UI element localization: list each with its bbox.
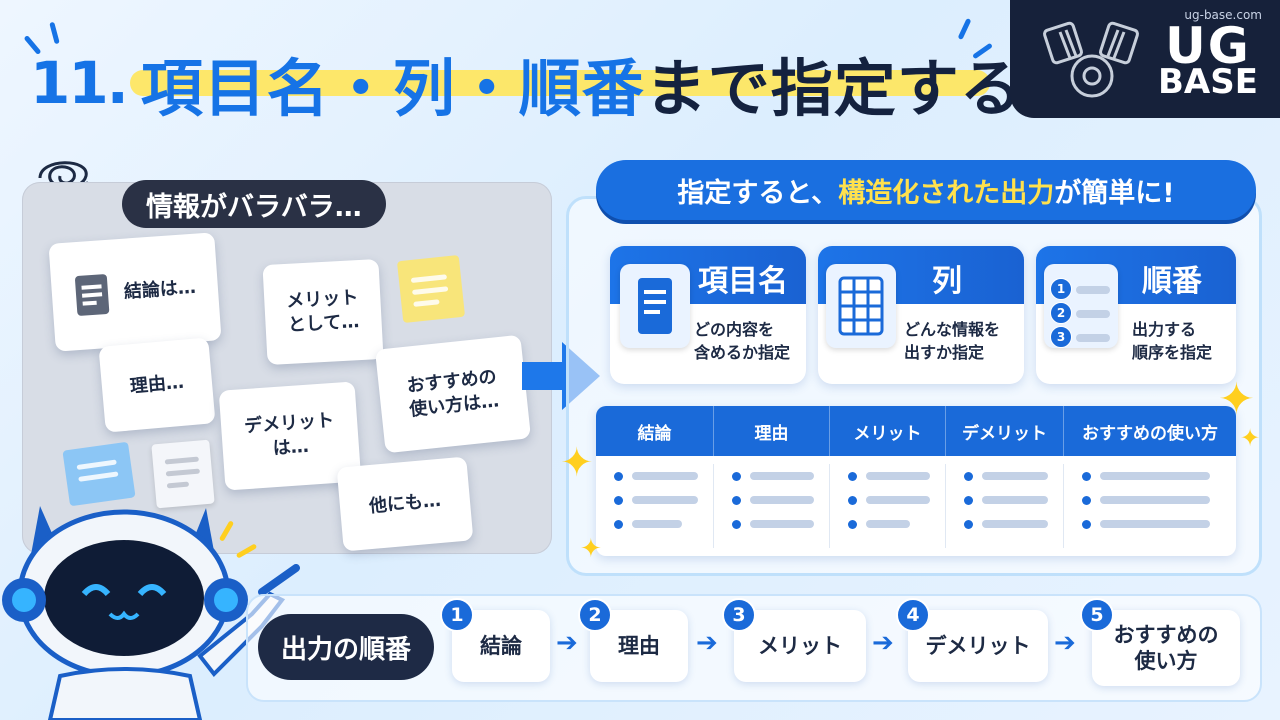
title-text: 項目名・列・順番まで指定する (141, 38, 1023, 128)
feature-title: 順番 (1142, 264, 1202, 299)
feature-card-order: 1 2 3 順番 出力する 順序を指定 (1036, 246, 1236, 384)
title-part2: まで指定する (644, 52, 1023, 125)
document-icon (620, 264, 690, 348)
page-title: 11. 項目名・列・順番まで指定する (30, 38, 1023, 128)
feature-desc: 出力する 順序を指定 (1132, 320, 1213, 363)
table-column (1064, 464, 1236, 548)
arrow-right-icon: ➔ (696, 628, 718, 658)
order-step: 結論 (452, 610, 550, 682)
arrow-right-icon: ➔ (556, 628, 578, 658)
order-step: デメリット (908, 610, 1048, 682)
sparkle-icon: ✦ (1240, 424, 1261, 452)
table-column (596, 464, 714, 548)
table-header-cell: 結論 (596, 406, 714, 456)
scattered-card: 他にも… (336, 456, 474, 552)
logo-line1: UG (1165, 17, 1251, 75)
banner-part-a: 指定すると、 (677, 177, 839, 209)
feature-desc: どの内容を 含めるか指定 (694, 320, 791, 363)
table-column (830, 464, 946, 548)
structured-output-banner: 指定すると、構造化された出力が簡単に! (596, 160, 1256, 220)
arrow-right-icon: ➔ (872, 628, 894, 658)
banner-part-c: が簡単に! (1054, 177, 1175, 209)
table-column (946, 464, 1064, 548)
sparkle-icon: ✦ (1218, 374, 1255, 425)
sparkle-icon: ✦ (580, 534, 602, 564)
scattered-card: 理由… (98, 337, 216, 433)
title-highlight (130, 70, 990, 96)
document-icon (75, 274, 110, 316)
burst-line-icon (957, 17, 972, 41)
feature-card-column: 列 どんな情報を 出すか指定 (818, 246, 1024, 384)
sticky-note-icon (396, 254, 466, 324)
feature-card-item-name: 項目名 どの内容を 含めるか指定 (610, 246, 806, 384)
sparkle-icon: ✦ (560, 440, 594, 486)
order-step-number: 2 (578, 598, 612, 632)
brand-logo[interactable]: ug-base.com UG BASE (1010, 0, 1280, 118)
banner-part-b: 構造化された出力 (838, 177, 1055, 209)
table-header-cell: メリット (830, 406, 946, 456)
table-header-cell: 理由 (714, 406, 830, 456)
title-number: 11. (30, 49, 129, 117)
scattered-card: 結論は… (48, 232, 222, 352)
logo-wordmark: UG BASE (1158, 17, 1258, 102)
numbered-list-icon: 1 2 3 (1044, 264, 1118, 348)
title-part1: 項目名・列・順番 (140, 52, 645, 125)
order-step: メリット (734, 610, 866, 682)
arrow-right-icon: ➔ (1054, 628, 1076, 658)
feature-title: 列 (932, 264, 962, 299)
table-icon (826, 264, 896, 348)
scattered-info-badge: 情報がバラバラ… (122, 180, 386, 228)
table-header-cell: おすすめの使い方 (1082, 423, 1218, 444)
order-step-number: 3 (722, 598, 756, 632)
order-step-number: 1 (440, 598, 474, 632)
feature-title: 項目名 (698, 264, 788, 299)
feature-desc: どんな情報を 出すか指定 (904, 320, 1001, 363)
scattered-card: メリット として… (262, 259, 384, 365)
output-table: 結論 理由 メリット デメリット おすすめの使い方 (596, 406, 1236, 556)
order-step-number: 5 (1080, 598, 1114, 632)
order-step-number: 4 (896, 598, 930, 632)
table-header-cell: デメリット (946, 406, 1064, 456)
output-order-label: 出力の順番 (258, 614, 434, 680)
table-header-row: 結論 理由 メリット デメリット おすすめの使い方 (596, 406, 1236, 456)
scattered-card: おすすめの 使い方は… (374, 334, 532, 454)
order-step: おすすめの 使い方 (1092, 610, 1240, 686)
table-column (714, 464, 830, 548)
engine-icon (1043, 21, 1139, 98)
card-text: 結論は… (123, 276, 197, 303)
logo-url: ug-base.com (1184, 8, 1262, 22)
logo-line2: BASE (1158, 62, 1258, 102)
